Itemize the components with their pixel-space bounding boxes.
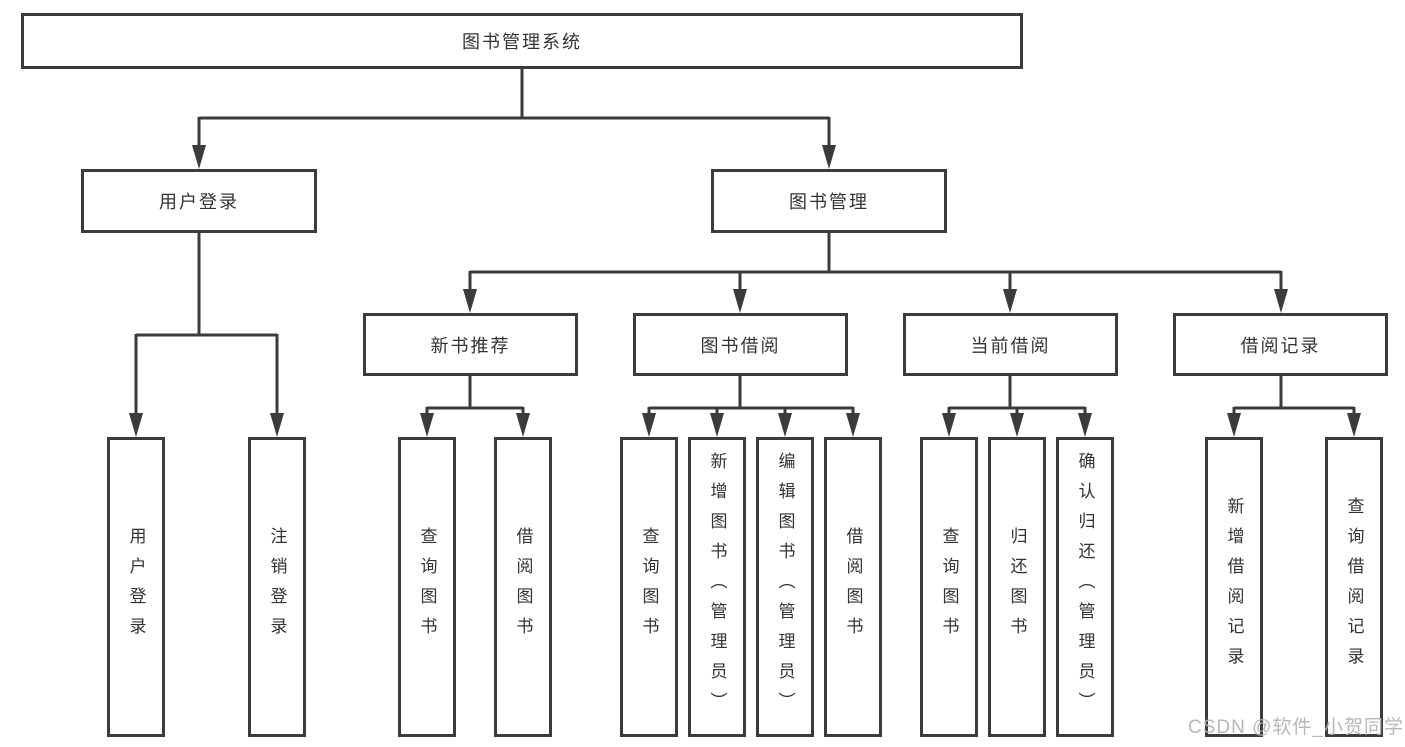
node-borrow-records: 借阅记录 bbox=[1173, 313, 1388, 376]
node-new-book-recommend: 新书推荐 bbox=[363, 313, 578, 376]
arrowhead bbox=[846, 413, 860, 437]
arrowhead bbox=[463, 289, 477, 313]
arrowhead bbox=[420, 413, 434, 437]
leaf-return-books: 归还图书 bbox=[988, 437, 1046, 737]
leaf-user-login: 用户登录 bbox=[107, 437, 165, 737]
arrowhead bbox=[270, 413, 284, 437]
arrowhead bbox=[822, 145, 836, 169]
node-current-borrow: 当前借阅 bbox=[903, 313, 1118, 376]
arrowhead bbox=[1274, 289, 1288, 313]
node-book-borrow: 图书借阅 bbox=[633, 313, 848, 376]
leaf-borrow-books-recommend: 借阅图书 bbox=[494, 437, 552, 737]
arrowhead bbox=[1078, 413, 1092, 437]
arrowhead bbox=[1010, 413, 1024, 437]
arrowhead bbox=[1227, 413, 1241, 437]
arrowhead bbox=[1347, 413, 1361, 437]
arrowhead bbox=[642, 413, 656, 437]
arrowhead bbox=[129, 413, 143, 437]
leaf-query-borrow-record: 查询借阅记录 bbox=[1325, 437, 1383, 737]
node-library-management-system: 图书管理系统 bbox=[21, 13, 1023, 69]
arrowhead bbox=[192, 145, 206, 169]
node-book-management-module: 图书管理 bbox=[711, 169, 947, 233]
leaf-logout: 注销登录 bbox=[248, 437, 306, 737]
arrowhead bbox=[778, 413, 792, 437]
node-user-login-module: 用户登录 bbox=[81, 169, 317, 233]
leaf-query-books-current: 查询图书 bbox=[920, 437, 978, 737]
leaf-edit-books-admin: 编辑图书（管理员） bbox=[756, 437, 814, 737]
leaf-add-books-admin: 新增图书（管理员） bbox=[688, 437, 746, 737]
arrowhead bbox=[1003, 289, 1017, 313]
leaf-add-borrow-record: 新增借阅记录 bbox=[1205, 437, 1263, 737]
leaf-borrow-books: 借阅图书 bbox=[824, 437, 882, 737]
arrowhead bbox=[942, 413, 956, 437]
csdn-watermark: CSDN @软件_小贺同学 bbox=[1188, 717, 1404, 738]
arrowhead bbox=[733, 289, 747, 313]
arrowhead bbox=[710, 413, 724, 437]
leaf-query-books-borrow: 查询图书 bbox=[620, 437, 678, 737]
leaf-confirm-return-admin: 确认归还（管理员） bbox=[1056, 437, 1114, 737]
arrowhead bbox=[516, 413, 530, 437]
leaf-query-books-recommend: 查询图书 bbox=[398, 437, 456, 737]
